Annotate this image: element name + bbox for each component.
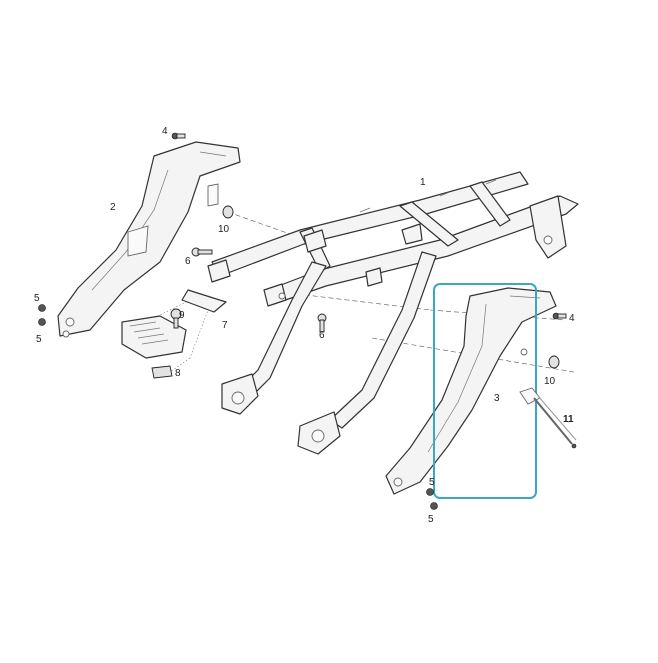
callout-11: 11 xyxy=(563,414,574,425)
screws-5-left[interactable] xyxy=(38,304,46,326)
callout-8: 8 xyxy=(175,368,181,379)
callout-7: 7 xyxy=(222,320,228,331)
spacer-10-left[interactable] xyxy=(222,205,234,219)
callout-4-right: 4 xyxy=(569,313,575,324)
part-clip-nut[interactable] xyxy=(151,365,173,379)
callout-10-left: 10 xyxy=(218,224,230,235)
bolt-6-lower[interactable] xyxy=(317,313,327,333)
callout-5-right-bottom: 5 xyxy=(428,514,434,525)
screw-9[interactable] xyxy=(170,308,182,329)
callout-3: 3 xyxy=(494,393,500,404)
part-bracket[interactable] xyxy=(181,289,227,313)
part-rear-subframe[interactable] xyxy=(207,171,579,455)
callout-6-lower: 6 xyxy=(319,330,325,341)
part-left-side-cover[interactable] xyxy=(57,141,241,338)
callout-9: 9 xyxy=(179,310,185,321)
callout-10-right: 10 xyxy=(544,376,556,387)
callout-5-left-bottom: 5 xyxy=(36,334,42,345)
bolt-4-left[interactable] xyxy=(171,132,186,140)
callout-5-right-top: 5 xyxy=(429,477,435,488)
screws-5-right[interactable] xyxy=(426,488,438,510)
callout-4-left: 4 xyxy=(162,126,168,137)
callout-6-upper: 6 xyxy=(185,256,191,267)
bolt-6-upper[interactable] xyxy=(191,247,213,257)
part-11-cable[interactable] xyxy=(519,387,577,449)
highlight-frame xyxy=(433,283,537,499)
callout-labels: 1 2 3 4 4 5 5 5 5 6 6 7 8 9 10 10 11 xyxy=(34,126,575,525)
spacer-10-right[interactable] xyxy=(548,355,560,369)
callout-2: 2 xyxy=(110,202,116,213)
callout-1: 1 xyxy=(420,177,426,188)
bolt-4-right[interactable] xyxy=(552,312,567,320)
part-regulator-module[interactable] xyxy=(121,315,187,359)
callout-5-left-top: 5 xyxy=(34,293,40,304)
